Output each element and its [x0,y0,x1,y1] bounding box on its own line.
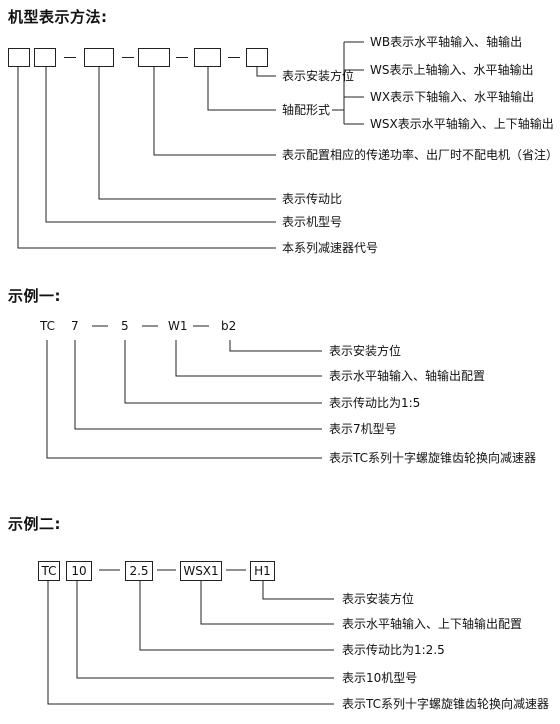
section-title-example-one: 示例一: [8,287,61,305]
code-model: 7 [71,319,79,333]
separator-dash [122,57,134,58]
separator-dash [176,57,188,58]
ex2-label-ratio: 表示传动比为1:2.5 [342,643,445,657]
ex1-label-shaft-config: 表示水平轴输入、轴输出配置 [329,369,486,383]
ex1-label-series: 表示TC系列十字螺旋锥齿轮换向减速器 [329,451,537,465]
code-ratio: 5 [121,319,129,333]
shaft-option-wb: WB表示水平轴输入、轴输出 [370,35,523,49]
code-series: TC [40,319,56,333]
code-box-ratio [84,48,114,67]
ex1-label-ratio: 表示传动比为1:5 [329,396,421,410]
ex2-label-model: 表示10机型号 [342,671,418,685]
ex2-label-series: 表示TC系列十字螺旋锥齿轮换向减速器 [342,697,550,711]
code-box-shaft: WSX1 [180,561,222,581]
section-title-example-two: 示例二: [8,515,61,533]
code-box-series: TC [38,561,60,581]
code-box-model [34,48,56,67]
ex1-label-model: 表示7机型号 [329,422,397,436]
ex1-label-mount-position: 表示安装方位 [329,344,402,358]
code-box-series [8,48,30,67]
code-box-power [138,48,170,67]
code-shaft: W1 [168,319,188,333]
label-ratio: 表示传动比 [282,192,343,206]
label-shaft-form: 轴配形式 [282,103,331,117]
ex2-label-shaft-config: 表示水平轴输入、上下轴输出配置 [342,617,523,631]
ex2-label-mount-position: 表示安装方位 [342,592,415,606]
separator-dash [64,57,76,58]
code-box-ratio: 2.5 [125,561,153,581]
code-box-model: 10 [66,561,92,581]
section-title-model-notation: 机型表示方法: [8,8,108,26]
shaft-option-wx: WX表示下轴输入、水平轴输出 [370,90,535,104]
shaft-option-ws: WS表示上轴输入、水平轴输出 [370,63,534,77]
label-model-number: 表示机型号 [282,215,343,229]
label-power-config: 表示配置相应的传递功率、出厂时不配电机（省注） [282,148,559,162]
code-box-mount [246,48,268,67]
shaft-option-wsx: WSX表示水平轴输入、上下轴输出 [370,117,554,131]
code-box-mount: H1 [250,561,275,581]
code-box-shaft [194,48,221,67]
label-mount-position: 表示安装方位 [282,69,355,83]
separator-dash [228,57,240,58]
label-series-code: 本系列减速器代号 [282,241,379,255]
code-mount: b2 [221,319,237,333]
